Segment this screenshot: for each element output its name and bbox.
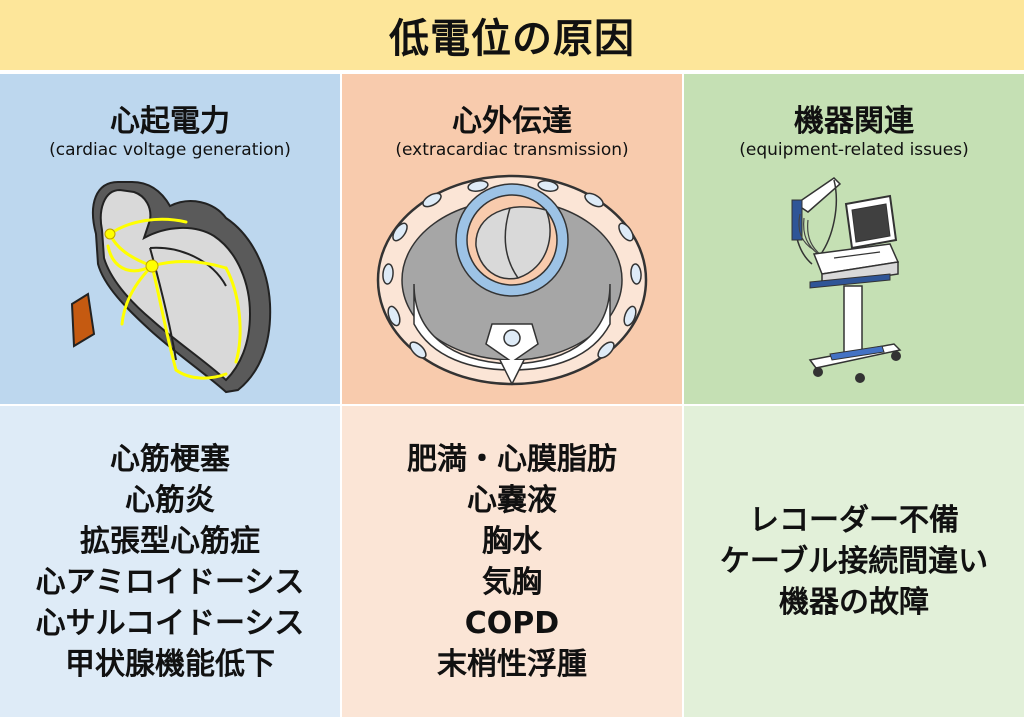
list-item: 気胸 [482,564,542,600]
column-items-extracardiac: 肥満・心膜脂肪 心嚢液 胸水 気胸 COPD 末梢性浮腫 [342,406,682,717]
column-header-equipment: 機器関連 (equipment-related issues) [684,74,1024,404]
ecg-machine-icon [791,177,902,383]
list-item: 肥満・心膜脂肪 [407,441,617,477]
column-title: 機器関連 [794,104,914,139]
column-items-equipment: レコーダー不備 ケーブル接続間違い 機器の故障 [684,406,1024,717]
chest-cross-section-icon [376,174,648,386]
column-title: 心起電力 [110,104,230,139]
column-title: 心外伝達 [452,104,572,139]
list-item: 心嚢液 [467,482,557,518]
column-subtitle: (equipment-related issues) [739,140,969,160]
list-item: COPD [464,605,560,641]
column-header-cardiac: 心起電力 (cardiac voltage generation) [0,74,340,404]
list-item: 心アミロイドーシス [35,564,305,600]
list-item: 心筋梗塞 [110,441,230,477]
page-title: 低電位の原因 [389,16,635,62]
list-item: レコーダー不備 [749,503,959,538]
column-items-cardiac: 心筋梗塞 心筋炎 拡張型心筋症 心アミロイドーシス 心サルコイドーシス 甲状腺機… [0,406,340,717]
list-item: ケーブル接続間違い [719,544,989,579]
list-item: 甲状腺機能低下 [65,646,275,682]
list-item: 胸水 [482,523,542,559]
title-bar: 低電位の原因 [0,0,1024,70]
list-item: 拡張型心筋症 [80,523,260,559]
list-item: 機器の故障 [779,585,929,620]
heart-conduction-icon [70,181,272,394]
column-header-extracardiac: 心外伝達 (extracardiac transmission) [342,74,682,404]
list-item: 末梢性浮腫 [437,646,587,682]
list-item: 心筋炎 [125,482,215,518]
column-subtitle: (extracardiac transmission) [395,140,629,160]
column-subtitle: (cardiac voltage generation) [49,140,291,160]
list-item: 心サルコイドーシス [35,605,305,641]
